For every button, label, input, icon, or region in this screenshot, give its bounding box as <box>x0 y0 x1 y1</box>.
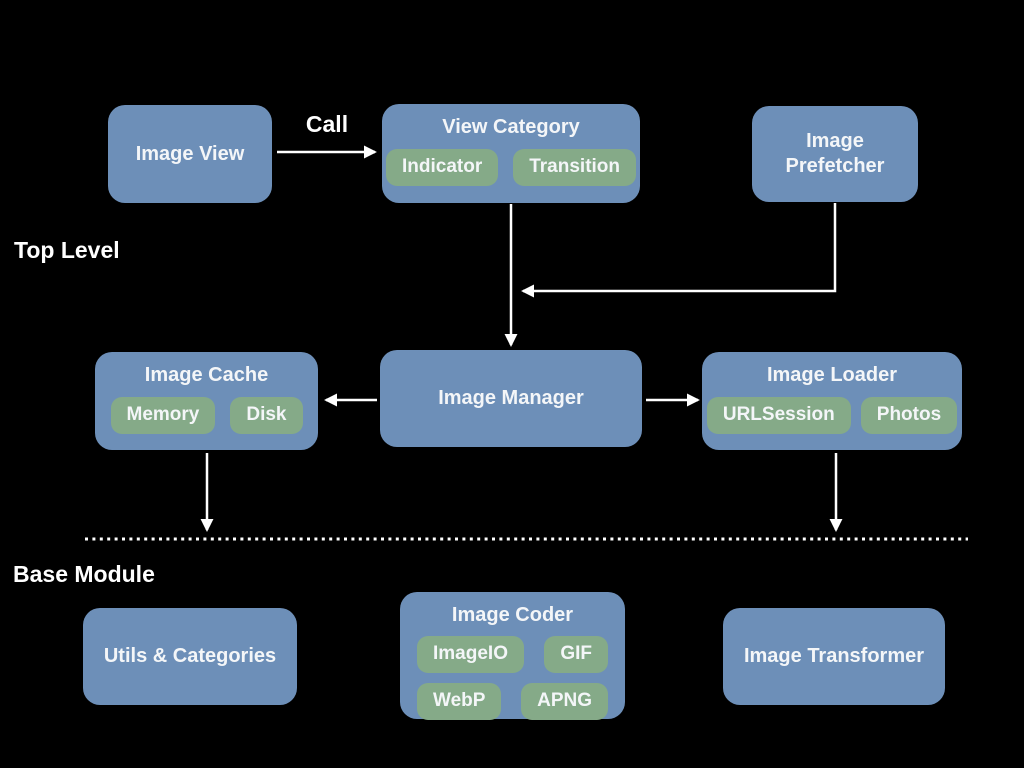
node-view-category: View Category Indicator Transition <box>382 104 640 203</box>
image-coder-pill-row-1: ImageIO GIF <box>417 636 608 673</box>
section-label-top-level: Top Level <box>14 237 120 263</box>
image-coder-pill-row-2: WebP APNG <box>417 682 608 720</box>
pill-memory: Memory <box>110 397 216 434</box>
pill-webp: WebP <box>417 682 502 720</box>
pill-imageio: ImageIO <box>417 636 524 673</box>
section-label-base-module: Base Module <box>13 561 155 587</box>
arrow-prefetcher-to-manager <box>521 203 837 298</box>
pill-transition: Transition <box>513 149 637 186</box>
node-title-view-category: View Category <box>442 116 580 138</box>
node-title-image-prefetcher: Image Prefetcher <box>785 130 885 177</box>
pill-apng: APNG <box>521 682 608 720</box>
pill-disk: Disk <box>230 397 303 434</box>
pill-urlsession: URLSession <box>706 397 851 434</box>
node-title-image-view: Image View <box>135 142 245 165</box>
node-title-utils-categories: Utils & Categories <box>103 645 277 667</box>
node-title-image-cache: Image Cache <box>144 364 269 386</box>
node-title-image-transformer: Image Transformer <box>743 645 925 667</box>
node-image-manager: Image Manager <box>380 350 642 447</box>
pill-photos: Photos <box>860 397 958 434</box>
view-category-pill-row: Indicator Transition <box>385 149 637 186</box>
node-utils-categories: Utils & Categories <box>83 608 297 705</box>
node-title-image-manager: Image Manager <box>438 387 584 409</box>
node-image-cache: Image Cache Memory Disk <box>95 352 318 450</box>
call-label: Call <box>305 111 349 137</box>
node-image-transformer: Image Transformer <box>723 608 945 705</box>
node-title-image-loader: Image Loader <box>766 364 898 386</box>
node-image-loader: Image Loader URLSession Photos <box>702 352 962 450</box>
image-coder-pill-grid: ImageIO GIF WebP APNG <box>400 636 625 720</box>
node-image-coder: Image Coder ImageIO GIF WebP APNG <box>400 592 625 720</box>
node-image-prefetcher: Image Prefetcher <box>752 106 918 202</box>
pill-gif: GIF <box>544 636 608 673</box>
pill-indicator: Indicator <box>385 149 499 186</box>
node-title-image-coder: Image Coder <box>451 604 574 626</box>
image-loader-pill-row: URLSession Photos <box>706 397 958 434</box>
image-cache-pill-row: Memory Disk <box>110 397 303 434</box>
node-image-view: Image View <box>108 105 272 203</box>
